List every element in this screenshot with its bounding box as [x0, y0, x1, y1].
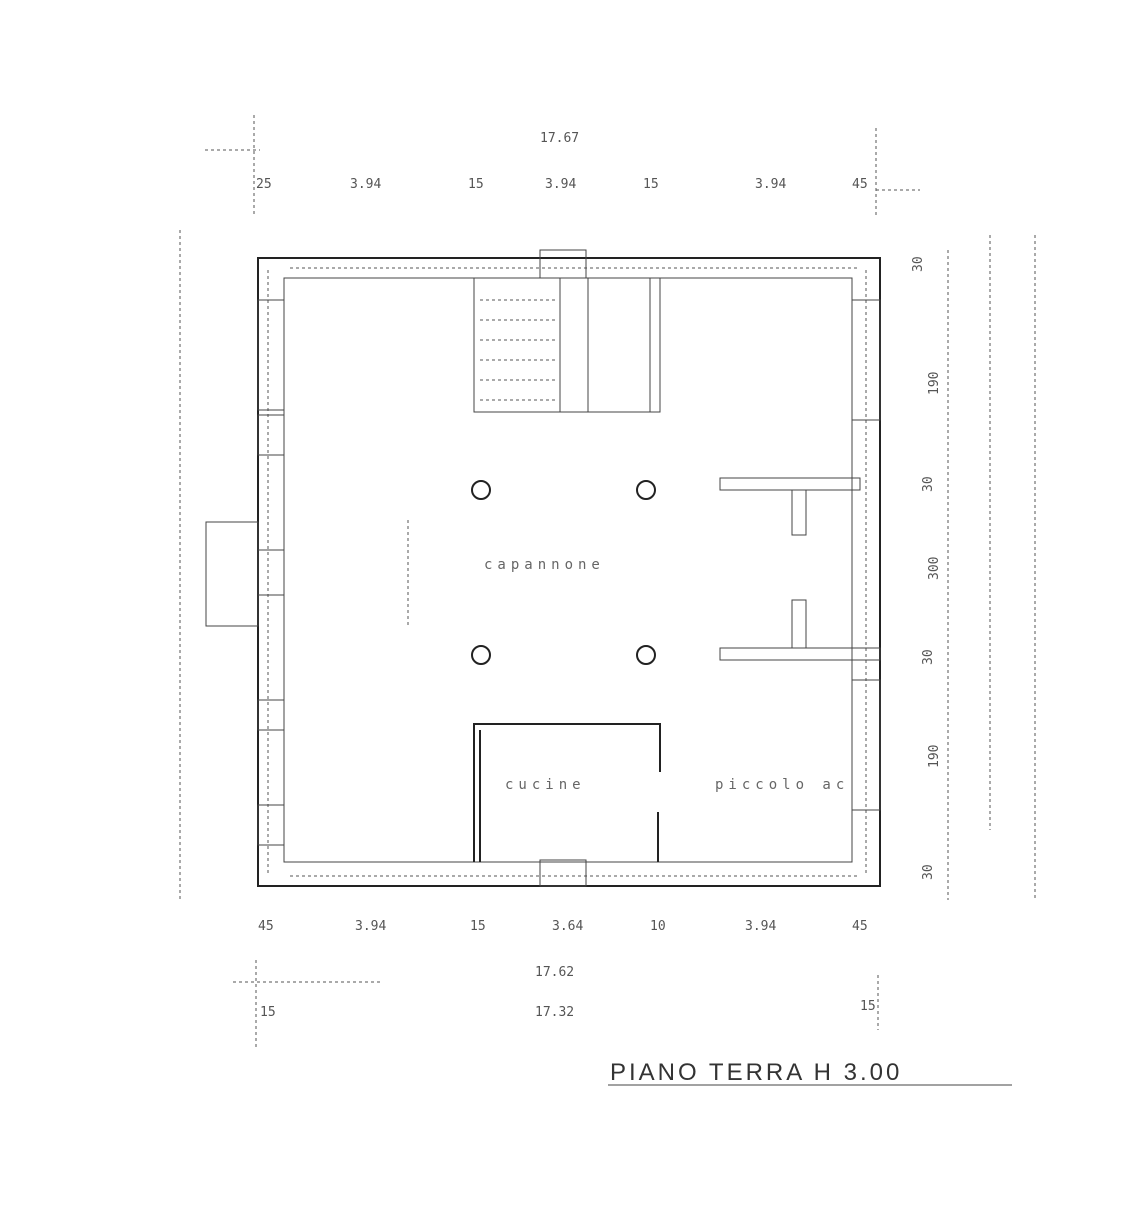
dim-top-2: 15: [468, 177, 484, 192]
dim-bottom-4: 10: [650, 919, 666, 934]
dim-top-3: 3.94: [545, 177, 576, 192]
dim-right-3: 300: [927, 557, 942, 580]
plan-title: PIANO TERRA H 3.00: [610, 1059, 902, 1086]
dim-top-1: 3.94: [350, 177, 381, 192]
dim-right-6: 30: [921, 864, 936, 880]
dim-bottom-edge-right: 15: [860, 999, 876, 1014]
dim-top-0: 25: [256, 177, 272, 192]
dim-top-5: 3.94: [755, 177, 786, 192]
dim-bottom-total-inner: 17.32: [535, 1005, 574, 1020]
dim-bottom-1: 3.94: [355, 919, 386, 934]
dim-bottom-5: 3.94: [745, 919, 776, 934]
dim-right-5: 190: [927, 745, 942, 768]
columns: [471, 480, 656, 665]
dim-top-total: 17.67: [540, 131, 579, 146]
room-label-kitchen: cucine: [505, 777, 586, 793]
windows: [205, 249, 881, 887]
dim-bottom-edge-left: 15: [260, 1005, 276, 1020]
dim-right-2: 30: [921, 476, 936, 492]
dim-right-0: 30: [911, 256, 926, 272]
dimension-lines: [179, 115, 1036, 1086]
dim-top-6: 45: [852, 177, 868, 192]
room-label-main: capannone: [484, 557, 605, 573]
internal-walls: [407, 477, 881, 862]
dim-bottom-6: 45: [852, 919, 868, 934]
dim-bottom-0: 45: [258, 919, 274, 934]
staircase: [473, 277, 661, 413]
dim-top-4: 15: [643, 177, 659, 192]
dim-right-1: 190: [927, 372, 942, 395]
room-label-side: piccolo ac: [715, 777, 849, 793]
dim-right-4: 30: [921, 649, 936, 665]
dim-bottom-3: 3.64: [552, 919, 583, 934]
dim-bottom-2: 15: [470, 919, 486, 934]
dim-bottom-total-outer: 17.62: [535, 965, 574, 980]
